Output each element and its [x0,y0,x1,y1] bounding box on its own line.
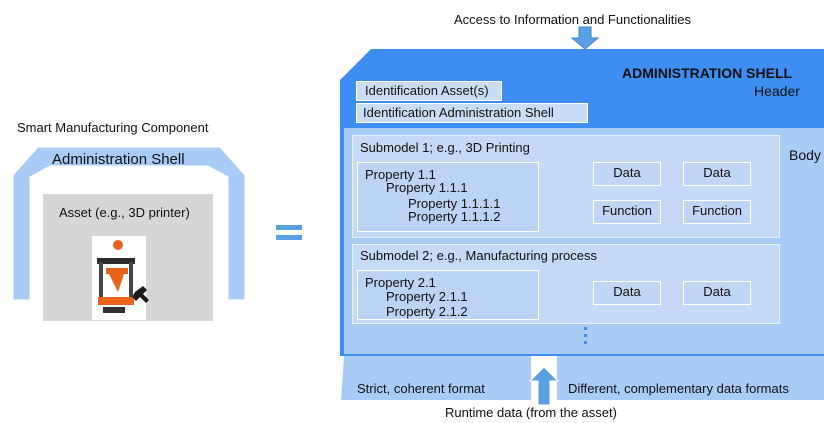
data-box-3: Data [593,281,661,305]
shell-arch [12,146,246,301]
top-caption: Access to Information and Functionalitie… [454,12,692,27]
complementary-format-bar [557,356,824,400]
submodel-1-properties [357,162,539,232]
property-2-1-1: Property 2.1.1 [386,289,468,304]
complementary-format-label: Different, complementary data formats [568,381,789,396]
submodel-2-title: Submodel 2; e.g., Manufacturing process [360,248,598,263]
property-2-1: Property 2.1 [365,275,436,290]
identification-asset: Identification Asset(s) [356,81,502,101]
continuation-dots [584,327,587,344]
property-2-1-2: Property 2.1.2 [386,304,468,319]
printer-icon [92,236,149,320]
left-shell-label: Administration Shell [52,151,185,168]
runtime-data-label: Runtime data (from the asset) [445,405,617,420]
strict-format-label: Strict, coherent format [357,381,485,396]
strict-format-bar [341,356,531,400]
function-box-2: Function [683,200,751,224]
property-1-1-1-1: Property 1.1.1.1 [408,196,501,211]
data-box-4: Data [683,281,751,305]
function-box-1: Function [593,200,661,224]
submodel-1-title: Submodel 1; e.g., 3D Printing [360,140,530,155]
header-label: Header [754,83,800,99]
data-box-1: Data [593,162,661,186]
submodel-2-properties [357,270,539,320]
equals-sign-top [276,225,302,230]
asset-label: Asset (e.g., 3D printer) [59,205,190,220]
access-arrow [570,26,600,50]
equals-sign-bottom [276,235,302,240]
identification-shell: Identification Administration Shell [356,103,588,123]
property-1-1-1-2: Property 1.1.1.2 [408,209,501,224]
data-box-2: Data [683,162,751,186]
component-caption: Smart Manufacturing Component [17,120,209,135]
runtime-arrow [528,366,560,406]
property-1-1: Property 1.1 [365,167,436,182]
property-1-1-1: Property 1.1.1 [386,180,468,195]
administration-shell-frame [12,146,246,321]
shell-title: ADMINISTRATION SHELL [622,65,793,81]
body-label: Body [789,147,821,163]
